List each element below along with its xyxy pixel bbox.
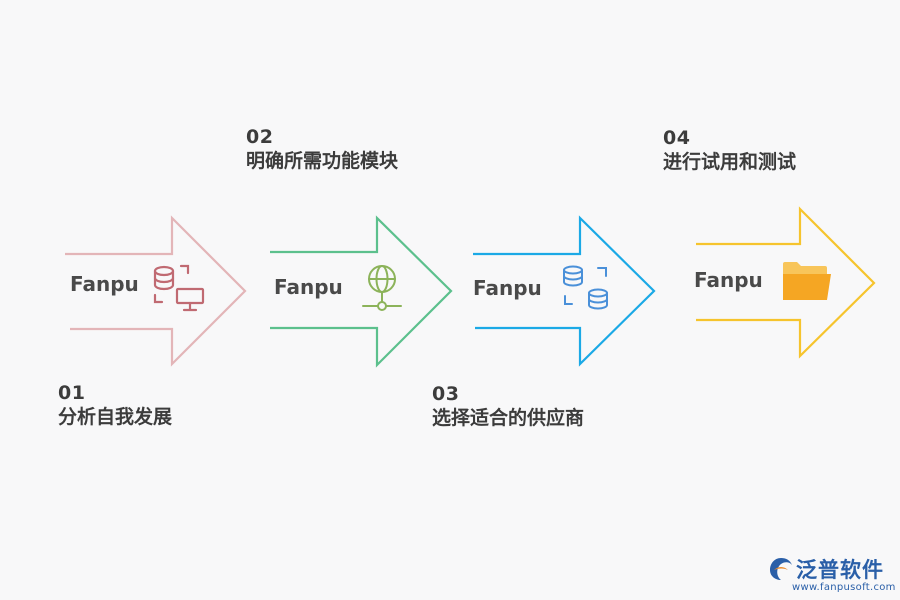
step-3-arrow-shape (473, 215, 656, 367)
brand-logo: 泛普软件 www.fanpusoft.com (768, 554, 896, 598)
step-4-label: 04 进行试用和测试 (663, 127, 796, 175)
logo-mark-icon (770, 558, 792, 580)
step-3-label: 03 选择适合的供应商 (432, 383, 584, 431)
step-1-number: 01 (58, 382, 86, 404)
step-2-arrow-shape (270, 215, 453, 368)
step-2-brand: Fanpu (274, 275, 343, 299)
step-2-text: 明确所需功能模块 (246, 149, 399, 172)
step-3-text: 选择适合的供应商 (432, 406, 585, 429)
folder-icon (783, 262, 831, 300)
step-4-brand: Fanpu (694, 268, 763, 292)
globe-network-icon (362, 265, 402, 311)
step-3-arrow (473, 215, 656, 367)
database-sync-icon (563, 265, 608, 310)
step-3-brand: Fanpu (473, 276, 542, 300)
step-1-brand: Fanpu (70, 272, 139, 296)
step-2-label: 02 明确所需功能模块 (246, 126, 398, 174)
step-1-label: 01 分析自我发展 (58, 382, 172, 430)
step-4-text: 进行试用和测试 (663, 150, 797, 173)
step-1-arrow (65, 215, 247, 367)
logo-url: www.fanpusoft.com (792, 582, 896, 593)
step-2-arrow (270, 215, 453, 368)
step-4-number: 04 (663, 127, 691, 149)
database-monitor-icon (153, 264, 205, 312)
step-4-arrow (696, 206, 876, 359)
logo-name: 泛普软件 (796, 558, 884, 582)
step-1-text: 分析自我发展 (58, 405, 173, 428)
step-1-arrow-shape (65, 215, 247, 367)
step-4-arrow-shape (696, 206, 876, 359)
step-2-number: 02 (246, 126, 274, 148)
step-3-number: 03 (432, 383, 460, 405)
